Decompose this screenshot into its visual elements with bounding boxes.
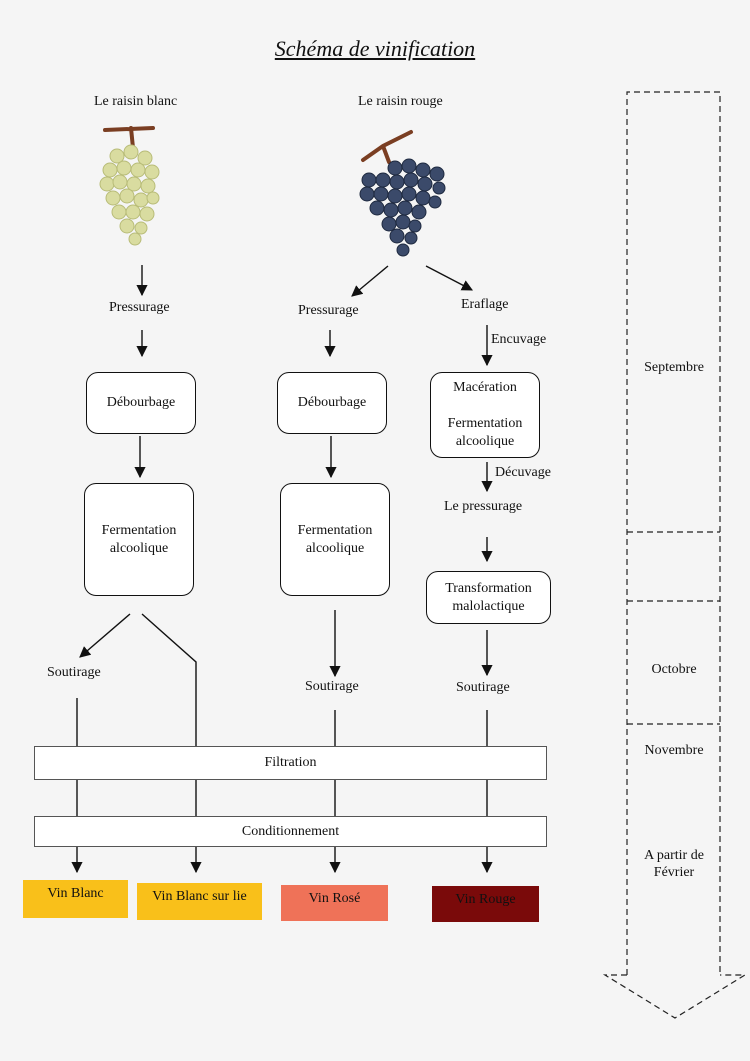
arrow-white-split-left: [79, 613, 131, 658]
wine-vin-rouge-label: Vin Rouge: [455, 892, 516, 907]
wine-vin-rouge: Vin Rouge: [432, 886, 539, 922]
red-grape-image: [359, 130, 446, 257]
red-pressurage-label: Le pressurage: [444, 499, 523, 514]
rose-fermentation-box: Fermentation alcoolique: [280, 483, 390, 596]
white-pressurage-label: Pressurage: [109, 300, 170, 315]
wine-vin-blanc-label: Vin Blanc: [47, 886, 104, 901]
rose-fermentation-line1: Fermentation: [297, 522, 373, 538]
wine-vin-blanc: Vin Blanc: [23, 880, 128, 918]
wine-vin-blanc-sur-lie: Vin Blanc sur lie: [137, 883, 262, 920]
white-fermentation-line2: alcoolique: [109, 540, 169, 556]
diagram-title: Schéma de vinification: [274, 36, 476, 61]
white-debourbage-label: Débourbage: [106, 395, 176, 410]
conditionnement-bar: Conditionnement: [34, 816, 547, 847]
line-white-split-right: [141, 613, 197, 746]
conditionnement-label: Conditionnement: [241, 823, 340, 839]
filtration-bar: Filtration: [34, 746, 547, 780]
white-fermentation-line1: Fermentation: [101, 522, 177, 538]
rose-soutirage-label: Soutirage: [305, 679, 359, 694]
filtration-label: Filtration: [264, 755, 317, 770]
red-maceration-box: Macération Fermentation alcoolique: [430, 372, 540, 458]
white-grape-label: Le raisin blanc: [94, 94, 178, 109]
wine-vin-rose: Vin Rosé: [281, 885, 388, 921]
red-fermentation-line2: alcoolique: [455, 434, 515, 449]
red-encuvage-label: Encuvage: [491, 332, 547, 347]
timeline-arrow: [602, 91, 748, 1019]
month-septembre: Septembre: [644, 360, 704, 375]
month-fevrier: A partir de Février: [644, 848, 704, 880]
rose-debourbage-label: Débourbage: [297, 395, 367, 410]
arrow-red-to-rose: [351, 265, 389, 297]
red-maceration-label: Macération: [453, 380, 517, 395]
red-transformation-line1: Transformation: [445, 580, 532, 596]
rose-pressurage-label: Pressurage: [298, 303, 359, 318]
wine-vin-blanc-sur-lie-label: Vin Blanc sur lie: [152, 889, 247, 904]
red-transformation-box: Transformation malolactique: [426, 571, 551, 624]
rose-debourbage-box: Débourbage: [277, 372, 387, 434]
white-soutirage-label: Soutirage: [47, 665, 101, 680]
white-fermentation-box: Fermentation alcoolique: [84, 483, 194, 596]
month-novembre: Novembre: [644, 743, 704, 758]
arrow-red-to-eraflage: [425, 265, 473, 291]
rose-fermentation-line2: alcoolique: [305, 540, 365, 556]
red-decuvage-label: Décuvage: [495, 465, 551, 480]
red-soutirage-label: Soutirage: [456, 680, 510, 695]
red-grape-label: Le raisin rouge: [358, 94, 443, 109]
month-octobre: Octobre: [651, 662, 697, 677]
wine-vin-rose-label: Vin Rosé: [308, 891, 361, 906]
red-eraflage-label: Eraflage: [461, 297, 509, 312]
red-fermentation-line1: Fermentation: [447, 416, 523, 431]
red-transformation-line2: malolactique: [452, 598, 525, 614]
white-grape-image: [99, 126, 160, 246]
white-debourbage-box: Débourbage: [86, 372, 196, 434]
